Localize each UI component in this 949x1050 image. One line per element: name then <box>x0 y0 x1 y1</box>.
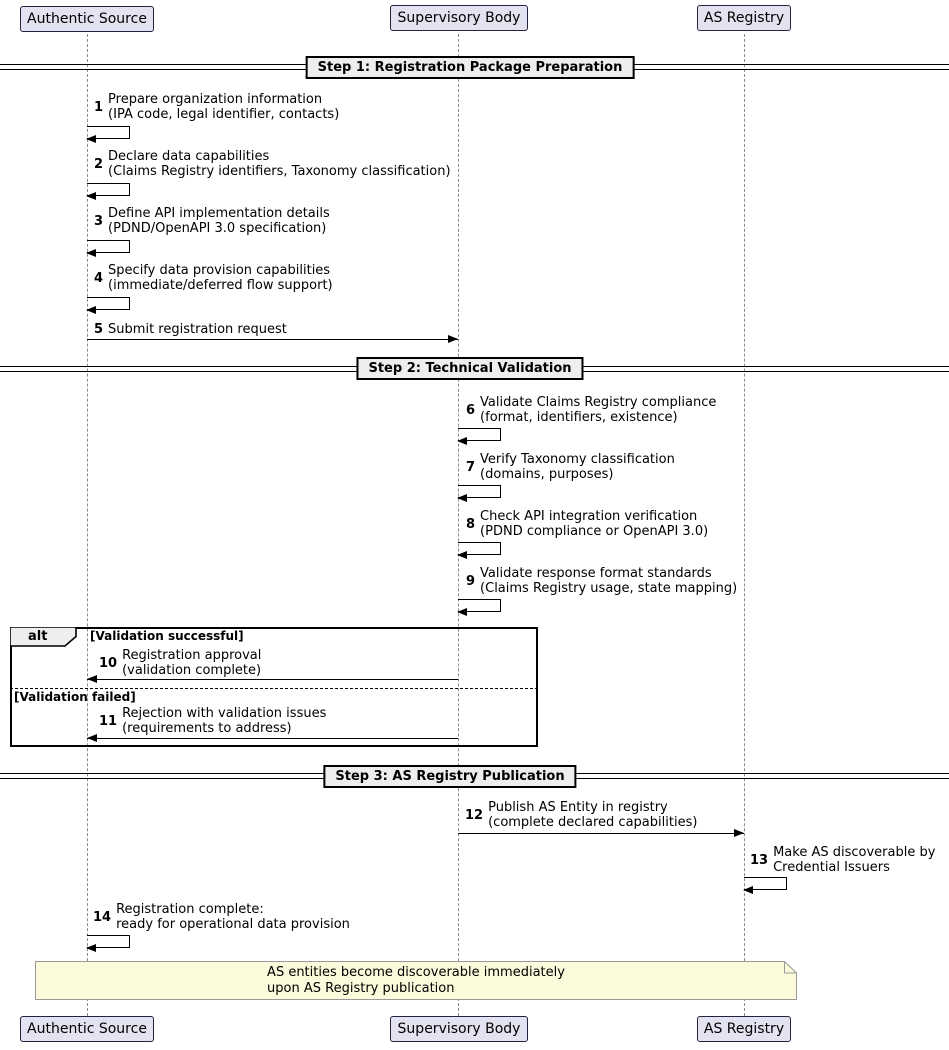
message-9: 9 Validate response format standards(Cla… <box>466 566 737 596</box>
message-6-line2: (format, identifiers, existence) <box>480 410 678 425</box>
message-12-line2: (complete declared capabilities) <box>488 815 698 830</box>
message-3: 3 Define API implementation details(PDND… <box>94 206 330 236</box>
participant-authentic-source-bottom: Authentic Source <box>20 1016 154 1042</box>
participant-authentic-source-top: Authentic Source <box>20 6 154 32</box>
message-7-number: 7 <box>466 459 476 475</box>
participant-supervisory-body-top: Supervisory Body <box>390 5 528 31</box>
participant-label: Authentic Source <box>27 11 147 27</box>
message-7: 7 Verify Taxonomy classification(domains… <box>466 452 675 482</box>
message-6-line1: Validate Claims Registry compliance <box>480 395 717 410</box>
message-8-number: 8 <box>466 516 476 532</box>
arrow-10 <box>87 675 458 683</box>
self-arrow-13 <box>743 877 787 894</box>
message-4: 4 Specify data provision capabilities(im… <box>94 263 333 293</box>
alt-frame <box>10 627 538 747</box>
message-2-number: 2 <box>94 156 104 172</box>
note-line2: upon AS Registry publication <box>267 980 455 996</box>
message-8-line2: (PDND compliance or OpenAPI 3.0) <box>480 524 709 539</box>
message-3-line2: (PDND/OpenAPI 3.0 specification) <box>108 221 327 236</box>
self-arrow-9 <box>457 599 501 616</box>
divider-step1: Step 1: Registration Package Preparation <box>305 56 635 79</box>
alt-guard-failed: [Validation failed] <box>14 690 136 704</box>
message-4-number: 4 <box>94 270 104 286</box>
participant-label: Supervisory Body <box>397 1021 521 1037</box>
self-arrow-14 <box>86 935 130 952</box>
message-1-line1: Prepare organization information <box>108 92 323 107</box>
message-1: 1 Prepare organization information(IPA c… <box>94 92 339 122</box>
message-3-line1: Define API implementation details <box>108 206 330 221</box>
participant-label: Authentic Source <box>27 1021 147 1037</box>
message-6: 6 Validate Claims Registry compliance(fo… <box>466 395 716 425</box>
message-10-line2: (validation complete) <box>122 663 262 678</box>
message-12-line1: Publish AS Entity in registry <box>488 800 668 815</box>
message-10-line1: Registration approval <box>122 648 262 663</box>
participant-supervisory-body-bottom: Supervisory Body <box>390 1016 528 1042</box>
participant-label: AS Registry <box>703 1021 785 1037</box>
self-arrow-2 <box>86 183 130 200</box>
message-14-number: 14 <box>93 909 112 925</box>
message-13-line2: Credential Issuers <box>773 860 890 875</box>
message-6-number: 6 <box>466 402 476 418</box>
message-12-number: 12 <box>465 807 484 823</box>
message-11-line2: (requirements to address) <box>122 721 292 736</box>
message-2: 2 Declare data capabilities(Claims Regis… <box>94 149 451 179</box>
lifeline-as-registry <box>743 34 745 1016</box>
message-13-line1: Make AS discoverable by <box>773 845 936 860</box>
participant-label: AS Registry <box>703 10 785 26</box>
message-10: 10 Registration approval(validation comp… <box>99 648 261 678</box>
self-arrow-6 <box>457 428 501 445</box>
self-arrow-7 <box>457 485 501 502</box>
self-arrow-8 <box>457 542 501 559</box>
message-13-number: 13 <box>750 852 769 868</box>
arrow-5 <box>87 335 458 343</box>
lifeline-supervisory-body <box>458 34 459 1016</box>
message-1-number: 1 <box>94 99 104 115</box>
message-5-line1: Submit registration request <box>108 322 287 337</box>
message-11: 11 Rejection with validation issues(requ… <box>99 706 326 736</box>
arrow-11 <box>87 734 458 742</box>
message-2-line1: Declare data capabilities <box>108 149 270 164</box>
message-7-line1: Verify Taxonomy classification <box>480 452 675 467</box>
message-12: 12 Publish AS Entity in registry(complet… <box>465 800 697 830</box>
message-10-number: 10 <box>99 655 118 671</box>
message-5: 5 Submit registration request <box>94 322 287 337</box>
message-11-line1: Rejection with validation issues <box>122 706 327 721</box>
self-arrow-1 <box>86 126 130 143</box>
divider-step2: Step 2: Technical Validation <box>356 357 584 380</box>
message-7-line2: (domains, purposes) <box>480 467 614 482</box>
alt-label: alt <box>28 629 48 644</box>
message-14-line1: Registration complete: <box>116 902 264 917</box>
message-8-line1: Check API integration verification <box>480 509 698 524</box>
message-9-line2: (Claims Registry usage, state mapping) <box>480 581 738 596</box>
participant-as-registry-top: AS Registry <box>697 5 791 31</box>
note-line1: AS entities become discoverable immediat… <box>267 964 565 980</box>
note: AS entities become discoverable immediat… <box>35 961 797 1000</box>
message-4-line2: (immediate/deferred flow support) <box>108 278 333 293</box>
message-14-line2: ready for operational data provision <box>116 917 350 932</box>
lifeline-authentic-source <box>86 34 88 1016</box>
message-9-number: 9 <box>466 573 476 589</box>
message-5-number: 5 <box>94 322 104 337</box>
alt-guard-success: [Validation successful] <box>90 629 244 643</box>
divider-step3: Step 3: AS Registry Publication <box>323 765 577 788</box>
message-14: 14 Registration complete:ready for opera… <box>93 902 350 932</box>
alt-pentagon <box>10 627 77 647</box>
note-background <box>35 961 797 1000</box>
message-1-line2: (IPA code, legal identifier, contacts) <box>108 107 340 122</box>
self-arrow-4 <box>86 297 130 314</box>
message-9-line1: Validate response format standards <box>480 566 712 581</box>
alt-separator <box>10 688 538 689</box>
participant-label: Supervisory Body <box>397 10 521 26</box>
message-4-line1: Specify data provision capabilities <box>108 263 331 278</box>
message-11-number: 11 <box>99 713 118 729</box>
self-arrow-3 <box>86 240 130 257</box>
message-2-line2: (Claims Registry identifiers, Taxonomy c… <box>108 164 451 179</box>
message-8: 8 Check API integration verification(PDN… <box>466 509 708 539</box>
message-3-number: 3 <box>94 213 104 229</box>
participant-as-registry-bottom: AS Registry <box>697 1016 791 1042</box>
arrow-12 <box>458 829 744 837</box>
